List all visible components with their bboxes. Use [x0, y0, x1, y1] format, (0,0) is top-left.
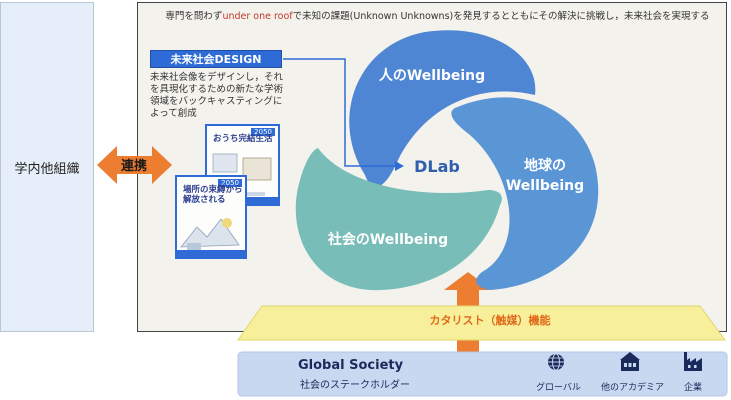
human-wellbeing-label: 人のWellbeing	[379, 67, 485, 84]
catalyst-label: カタリスト（触媒）機能	[429, 314, 551, 327]
earth-wellbeing-label-line2: Wellbeing	[506, 178, 584, 194]
earth-wellbeing-label-line1: 地球の	[524, 157, 566, 174]
mission-text-after: で未知の課題(Unknown Unknowns)を発見するとともにその解決に挑戦…	[292, 11, 710, 22]
card-title: おうち完結生活	[213, 134, 273, 144]
global-society-band	[237, 351, 728, 397]
design-desc-line: 領域をバックキャスティングに	[150, 96, 283, 107]
scenario-card-place: 2050 場所の束縛から 解放される	[175, 175, 247, 259]
design-desc-line: よって創成	[150, 108, 197, 119]
collaboration-arrow	[97, 146, 172, 184]
mission-statement: 専門を問わずunder one roofで未知の課題(Unknown Unkno…	[150, 8, 725, 22]
other-academia-label: 他のアカデミア	[601, 383, 665, 393]
card-year-badge: 2050	[218, 179, 242, 187]
collaboration-label: 連携	[121, 158, 147, 174]
catalyst-band	[237, 305, 726, 341]
card-title: 場所の束縛から 解放される	[183, 185, 243, 205]
factory-icon	[684, 352, 702, 371]
card-title-line: 解放される	[183, 195, 226, 205]
card-footer-band	[177, 250, 245, 257]
design-callout-line	[283, 58, 396, 167]
petal-human-wellbeing	[349, 30, 536, 188]
society-wellbeing-label: 社会のWellbeing	[327, 231, 448, 248]
internal-organizations-label: 学内他組織	[14, 161, 80, 177]
building-icon	[620, 352, 640, 371]
globe-icon	[548, 353, 564, 371]
card-title-line: 場所の束縛から	[183, 185, 243, 195]
global-society-subtitle: 社会のステークホルダー	[300, 380, 410, 391]
future-design-title: 未来社会DESIGN	[150, 50, 282, 68]
mission-text-before: 専門を問わず	[165, 11, 223, 22]
card-illustration	[180, 218, 240, 251]
design-desc-line: 未来社会像をデザインし，それ	[150, 72, 284, 83]
mission-text-accent: under one roof	[222, 11, 293, 22]
card-year-badge: 2050	[251, 128, 275, 136]
petal-society-wellbeing	[295, 148, 502, 291]
design-desc-line: を具現化するための新たな学術	[150, 84, 284, 95]
companies-label: 企業	[684, 383, 703, 393]
design-callout-arrowhead	[395, 161, 404, 171]
internal-organizations-box: 学内他組織	[0, 2, 94, 332]
dlab-center-label: DLab	[414, 157, 460, 176]
petal-earth-wellbeing	[451, 97, 599, 290]
global-label: グローバル	[536, 383, 581, 393]
global-society-title: Global Society	[298, 358, 404, 373]
future-design-description: 未来社会像をデザインし，それ を具現化するための新たな学術 領域をバックキャステ…	[150, 72, 295, 120]
